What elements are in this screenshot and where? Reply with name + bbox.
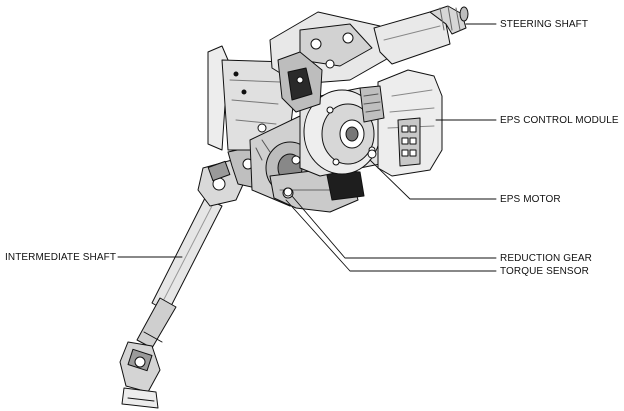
leader-reduction-gear	[292, 196, 496, 258]
label-intermediate-shaft: INTERMEDIATE SHAFT	[5, 252, 117, 263]
leader-torque-sensor	[286, 200, 496, 271]
label-steering-shaft: STEERING SHAFT	[500, 19, 589, 30]
torque-sensor-collar	[256, 140, 376, 196]
leader-eps-motor	[370, 160, 496, 199]
label-eps-motor: EPS MOTOR	[500, 194, 561, 205]
intermediate-shaft	[120, 198, 222, 408]
label-torque-sensor: TORQUE SENSOR	[500, 266, 589, 277]
eps-motor	[300, 88, 380, 176]
steering-shaft	[374, 6, 468, 64]
label-eps-control-module: EPS CONTROL MODULE	[500, 115, 619, 126]
eps-control-module	[360, 70, 442, 176]
leader-lines	[118, 24, 496, 271]
label-reduction-gear: REDUCTION GEAR	[500, 253, 592, 264]
reduction-gear-housing	[270, 170, 364, 212]
tilt-bracket	[270, 12, 392, 112]
